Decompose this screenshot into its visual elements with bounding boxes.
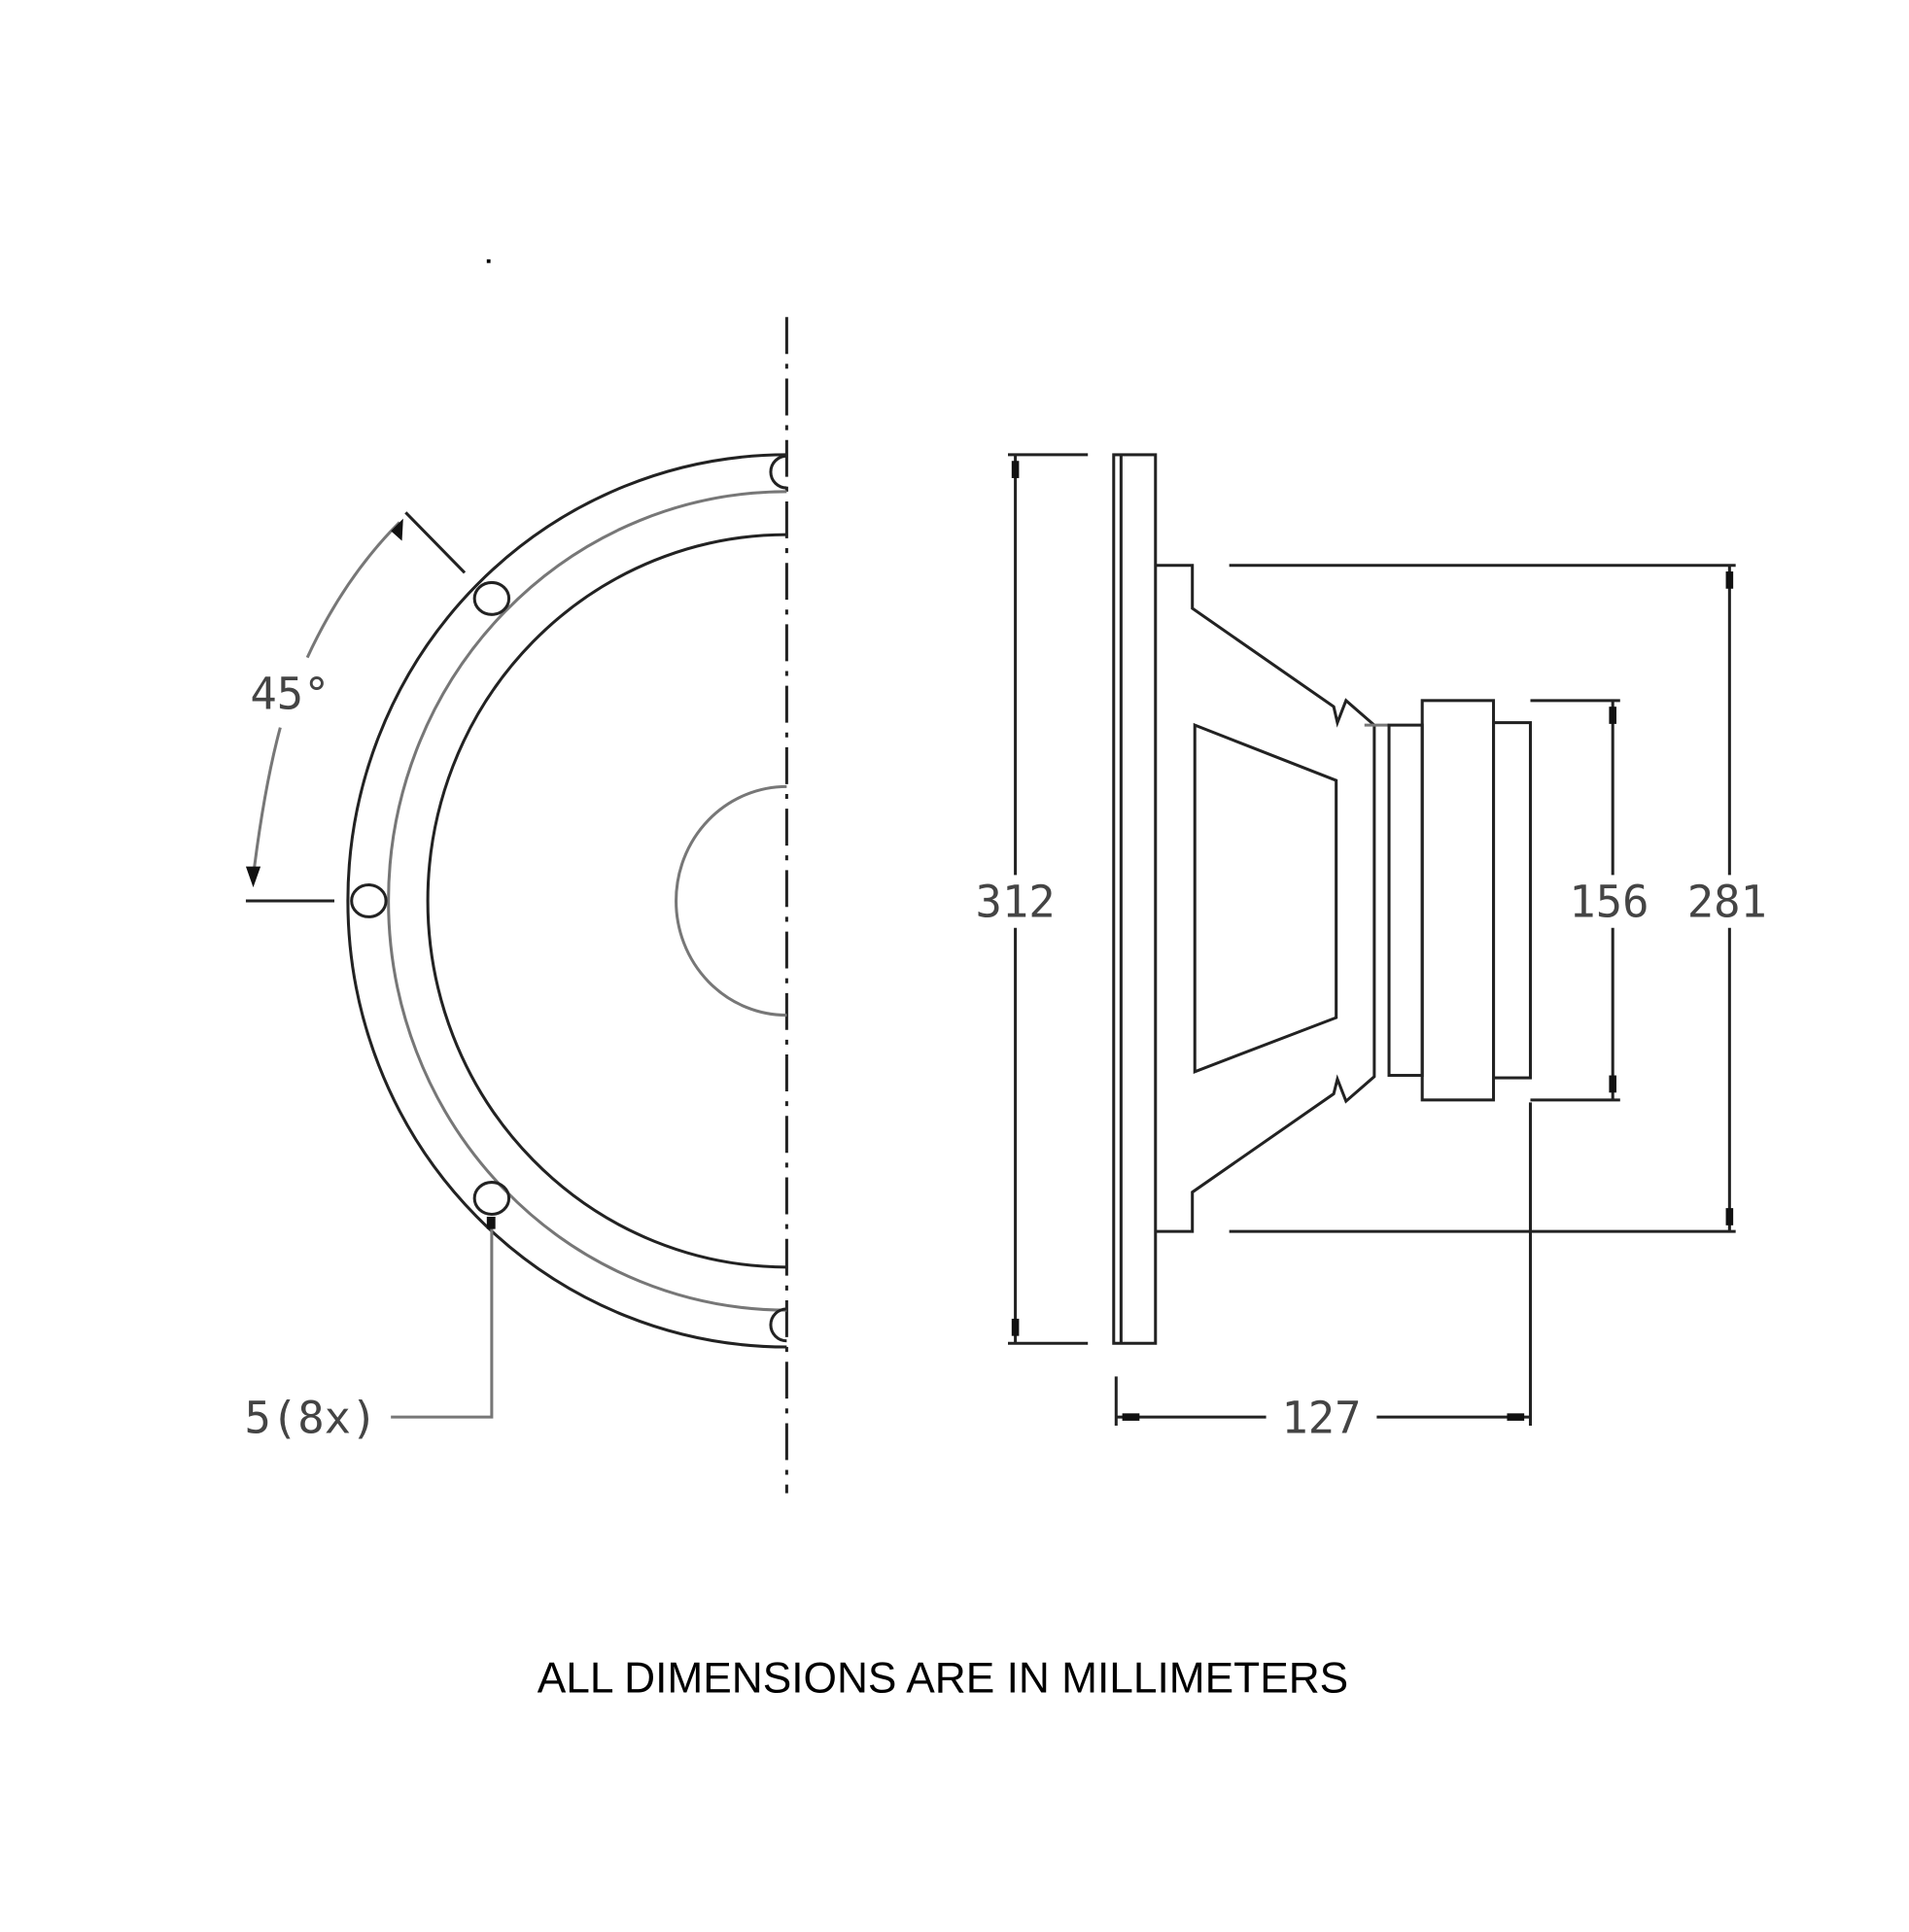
depth-label: 127 <box>1281 1393 1361 1444</box>
arrow-head <box>1609 1075 1617 1093</box>
units-note: ALL DIMENSIONS ARE IN MILLIMETERS <box>538 1654 1348 1702</box>
top-plate <box>1387 723 1424 1078</box>
mounting-hole <box>472 580 511 616</box>
magnet-diameter-label: 156 <box>1569 876 1649 927</box>
arrow-head <box>1011 1318 1020 1336</box>
stray-dot <box>486 259 491 263</box>
angle-arc-lower <box>252 727 282 877</box>
side-view: 312 281 156 127 <box>975 453 1767 1444</box>
basket-diameter-label: 281 <box>1687 876 1767 927</box>
magnet <box>1420 699 1496 1102</box>
cone-profile <box>1193 722 1338 1074</box>
hole-leader-line <box>391 1216 494 1419</box>
mounting-holes <box>350 454 787 1343</box>
cone-edge <box>426 533 787 1269</box>
overall-diameter-label: 312 <box>975 876 1055 927</box>
arrow-head <box>245 866 261 888</box>
mounting-hole <box>769 1307 787 1343</box>
angle-arc-upper <box>305 521 401 659</box>
dust-cap <box>675 784 787 1018</box>
arrow-head <box>1122 1413 1140 1421</box>
arrow-head <box>1725 1208 1734 1225</box>
extension-line <box>404 511 467 574</box>
mounting-hole <box>769 454 787 490</box>
mounting-hole <box>350 883 388 918</box>
basket-outline <box>1155 564 1376 1233</box>
arrow-head <box>1725 571 1734 589</box>
arrow-head <box>1011 461 1020 478</box>
outer-ring <box>346 453 787 1349</box>
front-view: 45° 5(8x) <box>244 317 788 1494</box>
arrow-head <box>1507 1413 1525 1421</box>
mounting-hole <box>472 1181 511 1216</box>
holes-label: 5(8x) <box>244 1393 377 1444</box>
mounting-ring <box>387 490 787 1312</box>
arrow-head <box>1609 707 1617 724</box>
front-flange <box>1112 453 1158 1345</box>
angle-label: 45° <box>250 669 330 720</box>
arrow-head <box>486 1216 496 1229</box>
back-plate <box>1492 721 1532 1080</box>
arrow-head <box>391 518 403 541</box>
